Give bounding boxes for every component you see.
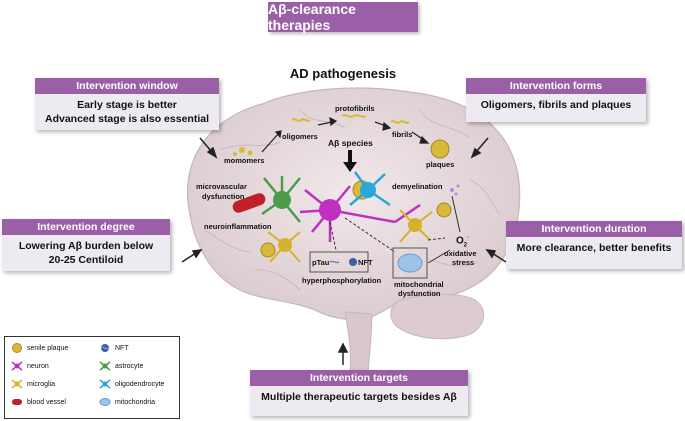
panel-line: 20-25 Centiloid <box>48 254 124 266</box>
legend-item: NFT <box>99 343 129 353</box>
panel-line: Oligomers, fibrils and plaques <box>480 99 632 111</box>
blood-vessel-icon <box>12 399 22 405</box>
neuron-icon <box>11 361 23 371</box>
label-plaques: plaques <box>426 160 455 169</box>
label-oxidative-2: stress <box>452 258 475 267</box>
label-momomers: momomers <box>224 156 265 165</box>
label-mito-2: dysfunction <box>398 289 441 298</box>
label-mito: mitochondrial <box>394 280 444 289</box>
panel-intervention-degree: Intervention degree Lowering Aβ burden b… <box>2 219 170 271</box>
abeta-aggregates <box>291 114 410 124</box>
label-demyelination: demyelination <box>392 182 443 191</box>
blood-vessel <box>232 193 266 213</box>
panel-arrows <box>181 137 507 365</box>
panel-header: Intervention forms <box>466 78 646 94</box>
title-banner: Aβ-clearance therapies <box>268 1 418 33</box>
plaque-right <box>436 202 452 218</box>
legend-item: senile plaque <box>11 343 68 353</box>
panel-intervention-forms: Intervention forms Oligomers, fibrils an… <box>466 78 646 122</box>
legend-item: microglia <box>11 379 55 389</box>
senile-plaque-icon <box>12 343 22 353</box>
mitochondria-icon <box>99 398 111 406</box>
legend: senile plaque NFT neuron astrocyte micro… <box>4 336 180 419</box>
panel-intervention-duration: Intervention duration More clearance, be… <box>506 221 682 269</box>
label-protofibrils: protofibrils <box>335 104 375 113</box>
myelin-debris <box>450 184 460 196</box>
microglia-icon <box>11 379 23 389</box>
ptau-nft-box <box>309 251 369 273</box>
legend-item: neuron <box>11 361 49 371</box>
label-neuroinflammation: neuroinflammation <box>204 222 272 231</box>
legend-item: blood vessel <box>11 397 66 407</box>
label-nft: NFT <box>358 258 373 267</box>
panel-header: Intervention degree <box>2 219 170 235</box>
panel-header: Intervention targets <box>250 370 468 386</box>
brain-cerebellum <box>390 293 485 340</box>
label-oxidative: oxidative <box>444 249 477 258</box>
label-abeta-species: Aβ species <box>328 138 373 148</box>
panel-line: Advanced stage is also essential <box>45 113 209 125</box>
label-microvascular: microvascular <box>196 182 247 191</box>
legend-item: mitochondria <box>99 397 155 407</box>
oligodendrocyte-icon <box>99 379 111 389</box>
brain-stem <box>344 311 373 373</box>
label-microvascular-2: dysfunction <box>202 192 245 201</box>
label-fibrils: fibrils <box>392 130 413 139</box>
label-o2: O2· <box>456 235 470 249</box>
panel-line: Multiple therapeutic targets besides Aβ <box>261 391 457 403</box>
plaque-left <box>260 242 276 258</box>
label-oligomers: oligomers <box>282 132 318 141</box>
panel-line: Early stage is better <box>77 99 177 111</box>
plaque-top <box>430 139 450 159</box>
panel-intervention-window: Intervention window Early stage is bette… <box>35 78 219 130</box>
diagram-subtitle: AD pathogenesis <box>289 66 397 81</box>
label-hyperphosphorylation: hyperphosphorylation <box>302 276 382 285</box>
mitochondria <box>397 253 423 273</box>
astrocyte-icon <box>99 361 111 371</box>
panel-intervention-targets: Intervention targets Multiple therapeuti… <box>250 370 468 416</box>
legend-item: oligodendrocyte <box>99 379 164 389</box>
panel-header: Intervention duration <box>506 221 682 237</box>
panel-header: Intervention window <box>35 78 219 94</box>
legend-item: astrocyte <box>99 361 143 371</box>
panel-line: More clearance, better benefits <box>516 242 672 254</box>
panel-line: Lowering Aβ burden below <box>18 240 154 252</box>
nft-icon <box>100 344 110 352</box>
label-ptau: pTau <box>312 258 330 267</box>
